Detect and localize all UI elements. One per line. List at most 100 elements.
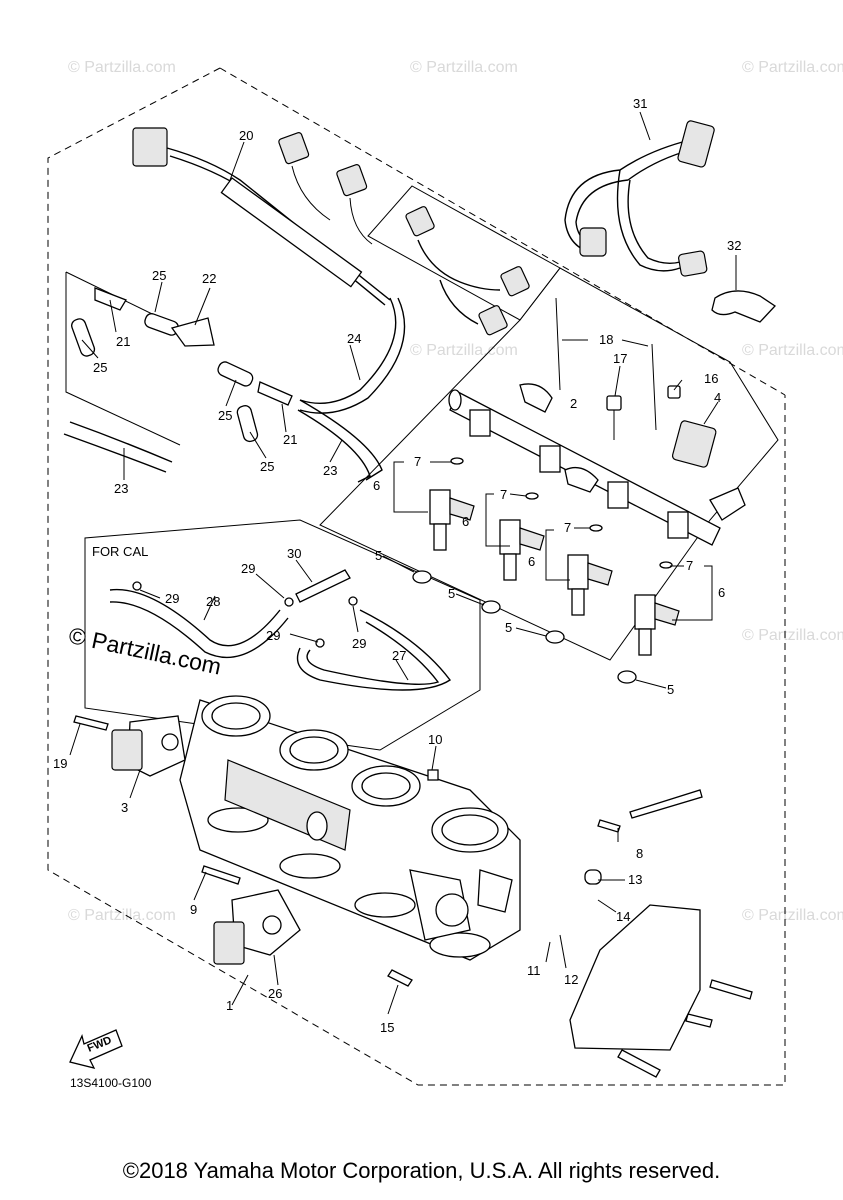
callout-30: 30 (287, 546, 301, 561)
leader-lines (69, 111, 737, 1015)
fuel-rail-box (319, 267, 779, 661)
for-cal-box (84, 519, 481, 751)
cap-13 (584, 869, 602, 885)
callout-17: 17 (613, 351, 627, 366)
assembly-boundary (47, 67, 786, 1086)
callout-5: 5 (667, 682, 674, 697)
for-cal-label: FOR CAL (92, 544, 148, 559)
sensor-26 (213, 889, 301, 965)
fuel-injectors (429, 489, 680, 656)
fwd-arrow-icon: FWD (69, 1029, 123, 1069)
watermark: © Partzilla.com (742, 627, 843, 644)
sub-harness-connector (579, 227, 607, 257)
callout-18: 18 (599, 332, 613, 347)
sub-harness (564, 120, 715, 277)
harness-connector (405, 206, 435, 237)
hoses-joints (63, 287, 383, 483)
watermark: © Partzilla.com (742, 342, 843, 359)
callout-2: 2 (570, 396, 577, 411)
callout-31: 31 (633, 96, 647, 111)
joint-30 (295, 569, 351, 603)
callout-24: 24 (347, 331, 361, 346)
fuel-rail (448, 383, 746, 546)
callout-15: 15 (380, 1020, 394, 1035)
callout-1: 1 (226, 998, 233, 1013)
watermark: © Partzilla.com (410, 342, 518, 359)
clip-29 (315, 638, 325, 648)
callout-19: 19 (53, 756, 67, 771)
clip-29 (348, 596, 358, 606)
cable-ties-18 (555, 297, 657, 431)
callout-6: 6 (528, 554, 535, 569)
callout-29: 29 (165, 591, 179, 606)
harness-connector (478, 305, 508, 336)
clip-29 (132, 581, 142, 591)
watermark: © Partzilla.com (68, 59, 176, 76)
watermark: © Partzilla.com (68, 907, 176, 924)
callout-21: 21 (283, 432, 297, 447)
o-rings-7 (450, 457, 673, 569)
callout-27: 27 (392, 648, 406, 663)
callout-25: 25 (152, 268, 166, 283)
callout-25: 25 (218, 408, 232, 423)
callout-6: 6 (462, 514, 469, 529)
wire-harness (132, 127, 530, 336)
callout-11: 11 (527, 963, 541, 978)
callout-4: 4 (714, 390, 721, 405)
nut-10 (427, 769, 439, 781)
callout-7: 7 (564, 520, 571, 535)
callout-6: 6 (718, 585, 725, 600)
throttle-position-sensor-3 (111, 715, 186, 777)
callout-5: 5 (375, 548, 382, 563)
callout-23: 23 (323, 463, 337, 478)
callout-32: 32 (727, 238, 741, 253)
callout-12: 12 (564, 972, 578, 987)
screws (73, 715, 753, 1078)
bolt-16 (667, 385, 681, 399)
harness-connector (500, 266, 530, 297)
callout-6: 6 (373, 478, 380, 493)
clamp-32 (711, 290, 776, 323)
callout-20: 20 (239, 128, 253, 143)
watermark-layer: © Partzilla.com © Partzilla.com © Partzi… (68, 59, 843, 924)
callout-10: 10 (428, 732, 442, 747)
callout-9: 9 (190, 902, 197, 917)
callout-29: 29 (241, 561, 255, 576)
callout-25: 25 (260, 459, 274, 474)
callout-28: 28 (206, 594, 220, 609)
callout-26: 26 (268, 986, 282, 1001)
watermark: © Partzilla.com (742, 59, 843, 76)
sub-harness-connector (678, 250, 708, 277)
callout-3: 3 (121, 800, 128, 815)
harness-sub-box (367, 185, 561, 321)
throttle-body (179, 695, 521, 961)
copyright-notice: ©2018 Yamaha Motor Corporation, U.S.A. A… (122, 1158, 721, 1183)
callout-13: 13 (628, 872, 642, 887)
throttle-body-cover (569, 904, 701, 1051)
watermark: © Partzilla.com (742, 907, 843, 924)
sub-harness-connector (677, 120, 715, 168)
harness-connector (132, 127, 168, 167)
for-cal-hoses (109, 569, 452, 691)
callout-7: 7 (686, 558, 693, 573)
callout-25: 25 (93, 360, 107, 375)
sensor-4 (671, 420, 717, 468)
callout-16: 16 (704, 371, 718, 386)
callout-5: 5 (448, 586, 455, 601)
harness-connector (278, 132, 310, 165)
callout-5: 5 (505, 620, 512, 635)
callout-22: 22 (202, 271, 216, 286)
diagram-code: 13S4100-G100 (70, 1076, 152, 1090)
harness-connector (336, 164, 368, 197)
callout-21: 21 (116, 334, 130, 349)
callout-7: 7 (414, 454, 421, 469)
watermark: © Partzilla.com (410, 59, 518, 76)
clip-29 (284, 597, 294, 607)
callout-numbers: 1 2 3 4 5 5 5 5 6 6 6 6 7 7 7 7 8 9 10 1… (53, 96, 741, 1035)
callout-8: 8 (636, 846, 643, 861)
callout-7: 7 (500, 487, 507, 502)
callout-23: 23 (114, 481, 128, 496)
callout-14: 14 (616, 909, 630, 924)
hose-box-left (65, 272, 181, 446)
